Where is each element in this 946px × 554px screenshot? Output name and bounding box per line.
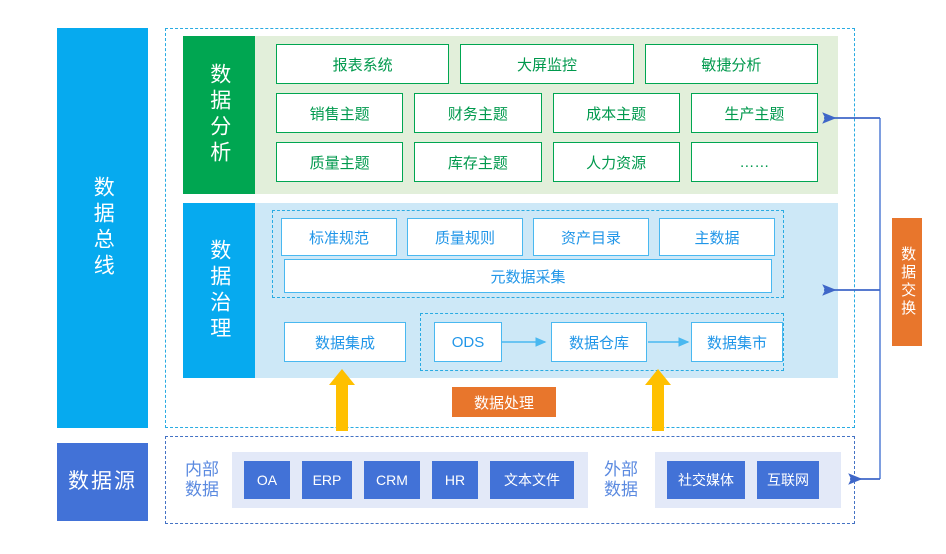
platform-outer-container	[165, 28, 855, 428]
data-integration-box[interactable]: 数据集成	[284, 322, 406, 362]
internal-data-label: 内部数据	[185, 460, 219, 499]
source-chip-text-file[interactable]: 文本文件	[490, 461, 574, 499]
pipeline-arrows	[502, 337, 690, 347]
analysis-item[interactable]: 生产主题	[690, 93, 818, 133]
ods-box[interactable]: ODS	[434, 322, 502, 362]
data-bus-bar: 数据总线	[57, 28, 148, 428]
analysis-item[interactable]: 质量主题	[276, 142, 404, 182]
analysis-row-1: 报表系统 大屏监控 敏捷分析	[276, 44, 818, 84]
internal-data-group: OA ERP CRM HR 文本文件	[232, 452, 588, 508]
warehouse-pipeline-group	[420, 313, 784, 371]
governance-item[interactable]: 标准规范	[281, 218, 397, 256]
source-chip-social-media[interactable]: 社交媒体	[667, 461, 745, 499]
governance-item[interactable]: 主数据	[659, 218, 775, 256]
upload-arrow-icon-left	[329, 369, 355, 431]
analysis-item-more[interactable]: ……	[690, 142, 818, 182]
data-governance-label: 数据治理	[183, 203, 255, 378]
upload-arrow-icon-right	[645, 369, 671, 431]
source-chip-hr[interactable]: HR	[432, 461, 478, 499]
analysis-item[interactable]: 敏捷分析	[644, 44, 818, 84]
governance-item[interactable]: 资产目录	[533, 218, 649, 256]
data-source-label: 数据源	[68, 470, 137, 494]
analysis-item[interactable]: 人力资源	[552, 142, 680, 182]
analysis-item[interactable]: 财务主题	[414, 93, 542, 133]
analysis-item[interactable]: 报表系统	[276, 44, 450, 84]
data-source-bar: 数据源	[57, 443, 148, 521]
governance-rules-row: 标准规范 质量规则 资产目录 主数据	[273, 211, 783, 256]
data-analysis-label: 数据分析	[183, 36, 255, 194]
data-governance-label-text: 数据治理	[207, 238, 231, 343]
analysis-item[interactable]: 成本主题	[552, 93, 680, 133]
data-exchange-box: 数据交换	[892, 218, 922, 346]
data-processing-box[interactable]: 数据处理	[452, 387, 556, 417]
analysis-item[interactable]: 库存主题	[414, 142, 542, 182]
data-analysis-label-text: 数据分析	[207, 63, 231, 167]
source-chip-internet[interactable]: 互联网	[757, 461, 819, 499]
analysis-row-3: 质量主题 库存主题 人力资源 ……	[276, 142, 818, 182]
data-analysis-grid: 报表系统 大屏监控 敏捷分析 销售主题 财务主题 成本主题 生产主题 质量主题 …	[276, 44, 818, 186]
governance-item[interactable]: 质量规则	[407, 218, 523, 256]
analysis-item[interactable]: 销售主题	[276, 93, 404, 133]
metadata-collection-box[interactable]: 元数据采集	[284, 259, 772, 293]
data-exchange-label: 数据交换	[899, 246, 917, 318]
data-warehouse-box[interactable]: 数据仓库	[551, 322, 647, 362]
analysis-item[interactable]: 大屏监控	[460, 44, 634, 84]
source-chip-crm[interactable]: CRM	[364, 461, 420, 499]
source-chip-erp[interactable]: ERP	[302, 461, 352, 499]
governance-rules-group: 标准规范 质量规则 资产目录 主数据	[272, 210, 784, 298]
analysis-row-2: 销售主题 财务主题 成本主题 生产主题	[276, 93, 818, 133]
external-data-group: 社交媒体 互联网	[655, 452, 841, 508]
external-data-label: 外部数据	[604, 460, 638, 499]
data-mart-box[interactable]: 数据集市	[691, 322, 783, 362]
data-bus-label: 数据总线	[91, 176, 115, 280]
source-chip-oa[interactable]: OA	[244, 461, 290, 499]
